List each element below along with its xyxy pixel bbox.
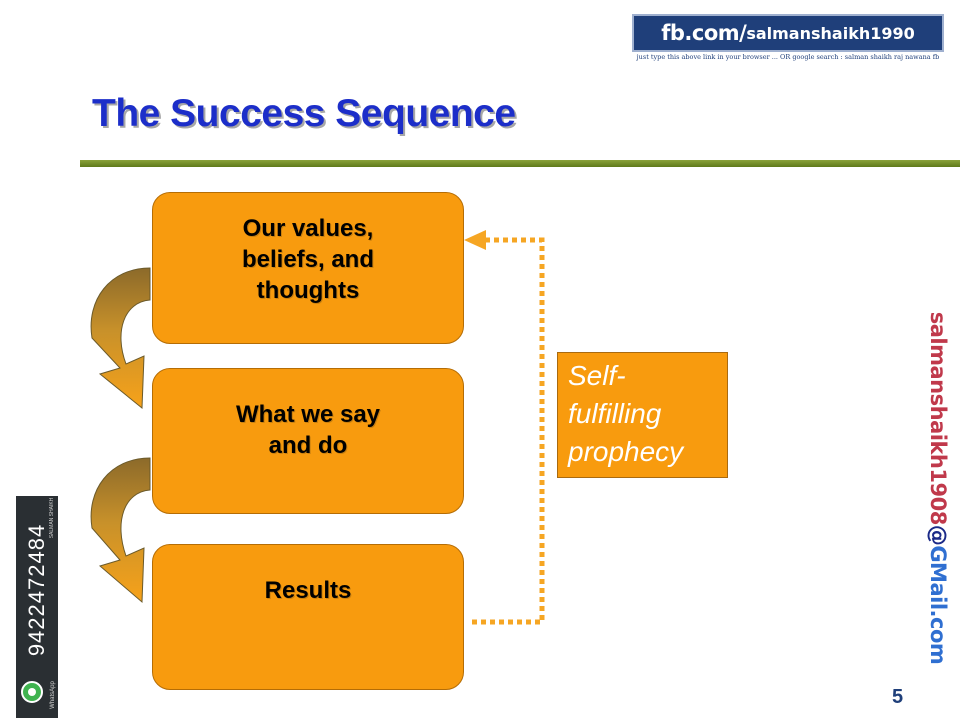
fb-caption: just type this above link in your browse… (636, 53, 940, 61)
curved-arrow-actions-to-results (90, 457, 151, 604)
facebook-banner[interactable]: fb.com/ salmanshaikh1990 (632, 14, 944, 52)
fb-username: salmanshaikh1990 (746, 23, 915, 43)
step-values-beliefs-thoughts: Our values, beliefs, and thoughts (152, 192, 464, 344)
email-domain: GMail.com (926, 545, 950, 665)
curved-arrow-values-to-actions (90, 267, 151, 410)
label-line: Self- (568, 360, 626, 391)
slide-title: The Success Sequence (92, 92, 516, 135)
page-number: 5 (892, 686, 904, 708)
fb-prefix: fb.com/ (661, 21, 747, 45)
whatsapp-icon (21, 681, 43, 703)
contact-email[interactable]: salmanshaikh1908@GMail.com (926, 312, 950, 665)
step-text-line: beliefs, and (241, 246, 375, 274)
step-what-we-say-and-do: What we say and do (152, 368, 464, 514)
step-text-line: and do (268, 432, 348, 460)
email-at-sign: @ (926, 524, 950, 546)
feedback-loop-arrow (464, 230, 545, 625)
step-text-line: Our values, (242, 215, 374, 242)
label-line: fulfilling (568, 398, 662, 429)
label-line: prophecy (568, 436, 684, 467)
step-results: Results (152, 544, 464, 690)
whatsapp-contact-strip (16, 496, 58, 718)
whatsapp-phone-number: 9422472484 (24, 523, 49, 657)
email-user: salmanshaikh1908 (926, 311, 950, 525)
step-text-line: What we say (235, 401, 381, 428)
title-divider (80, 160, 960, 167)
whatsapp-label: WhatsApp (50, 681, 56, 709)
step-text-line: thoughts (256, 277, 360, 305)
self-fulfilling-prophecy-label: Self- fulfilling prophecy (557, 352, 728, 478)
step-text-line: Results (264, 577, 352, 604)
